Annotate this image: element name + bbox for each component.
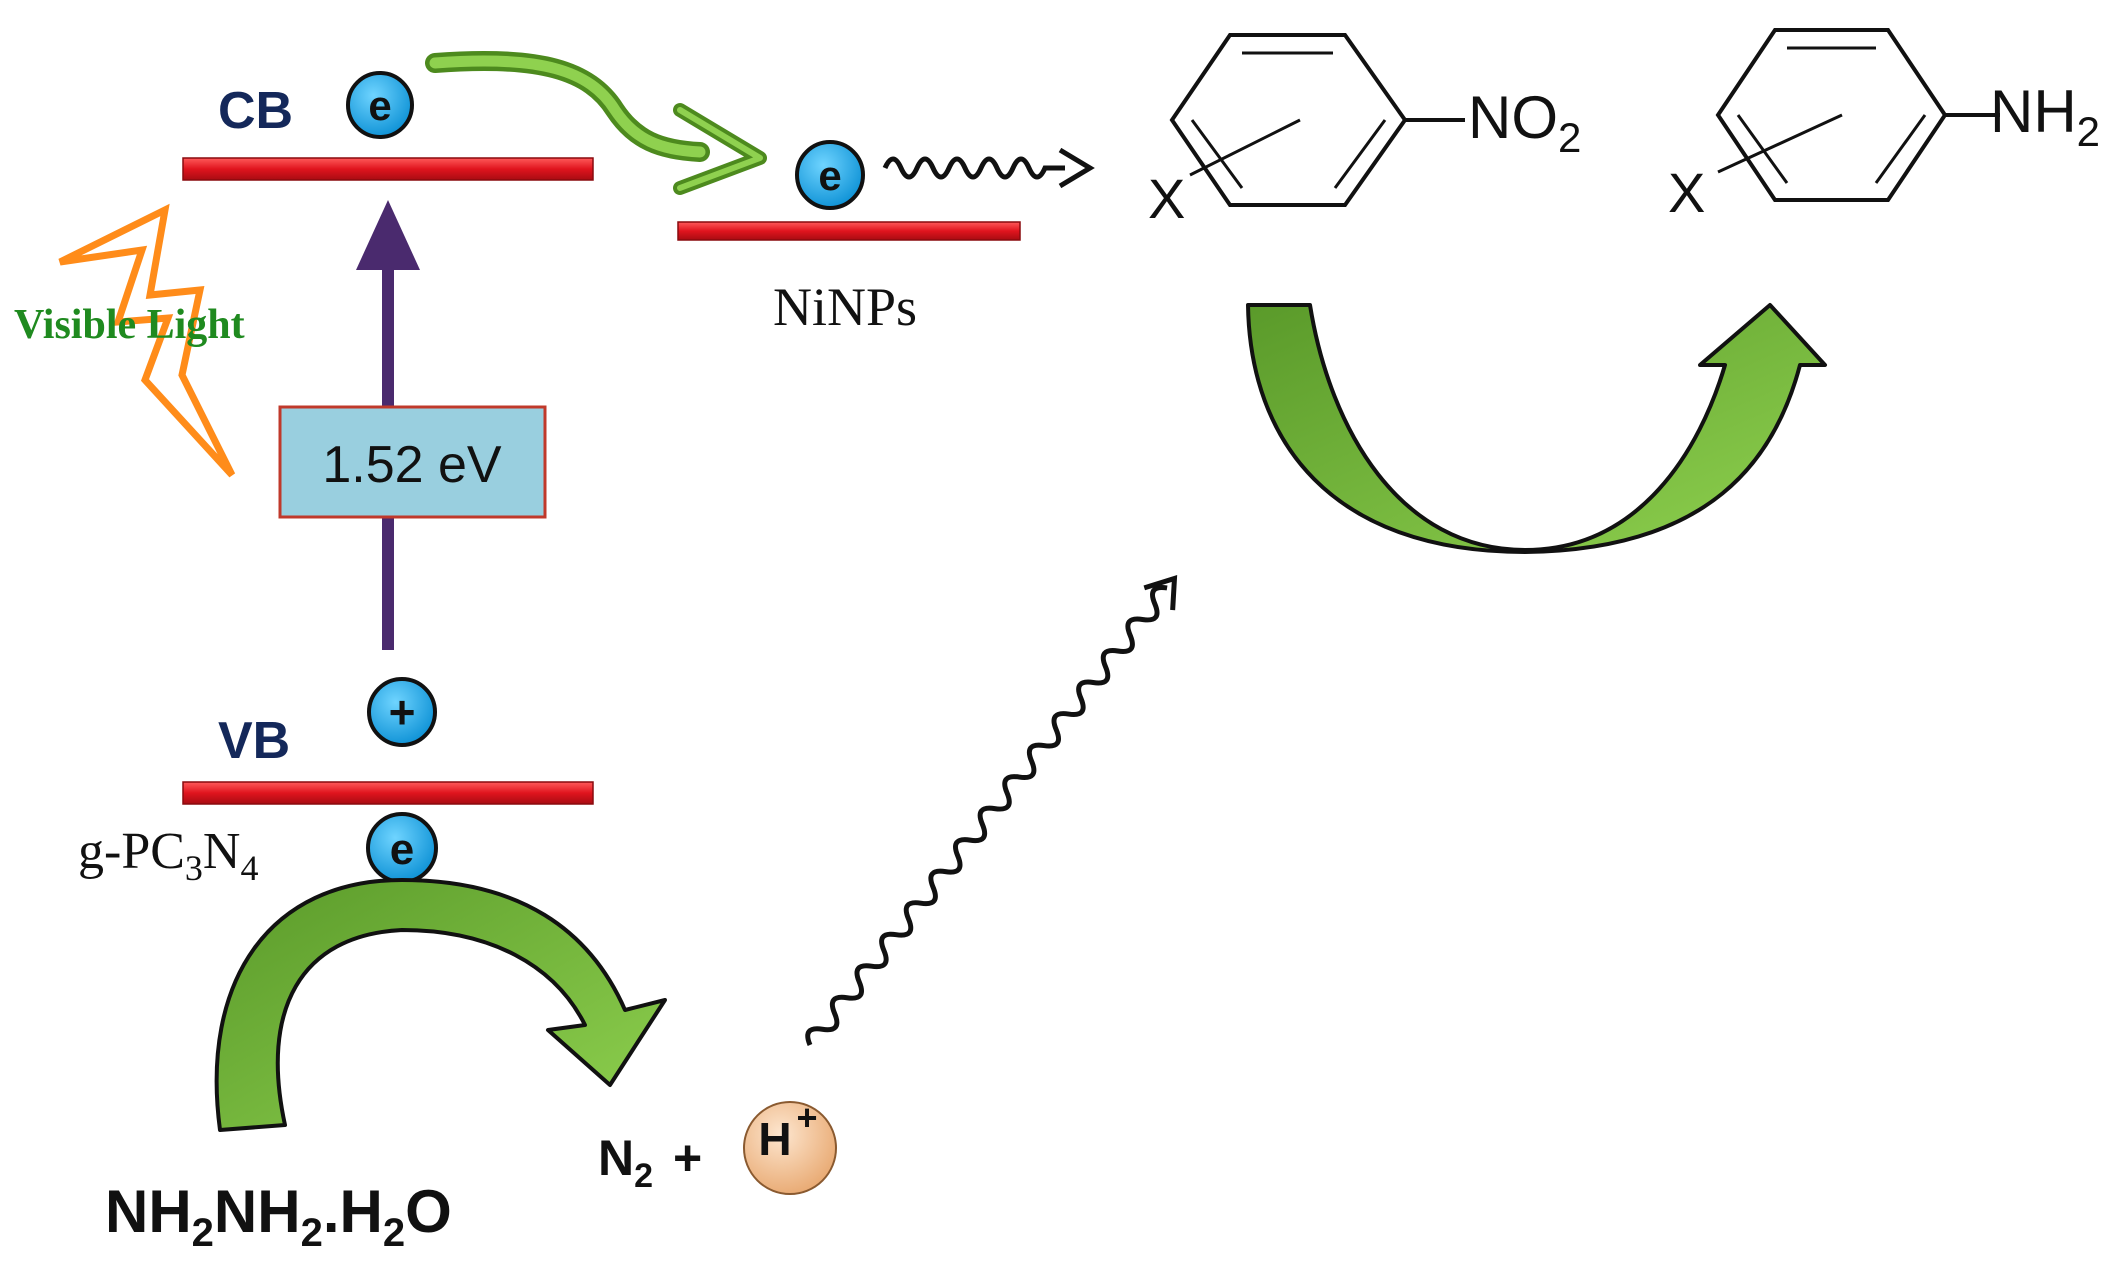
cb-label: CB bbox=[218, 82, 293, 140]
band-gap-value: 1.52 eV bbox=[322, 436, 502, 494]
electron-transfer-arrow-inner bbox=[429, 55, 706, 158]
vb-hole: + bbox=[367, 677, 437, 747]
aniline-group: NH2 bbox=[1990, 78, 2100, 155]
hydrazine-oxidation-arrow bbox=[214, 878, 667, 1132]
conduction-band-line bbox=[182, 157, 594, 181]
cb-electron: e bbox=[346, 71, 414, 139]
catalyst-label: g-PC3N4 bbox=[78, 823, 258, 888]
nitrogen-product: N2 + bbox=[598, 1130, 702, 1195]
visible-light-label: Visible Light bbox=[14, 302, 245, 348]
hydrazine-p4: O bbox=[405, 1178, 452, 1245]
nitroarene-substituent: X bbox=[1148, 167, 1185, 230]
vb-electron: e bbox=[366, 812, 438, 884]
hydrazine-label: NH2NH2.H2O bbox=[105, 1178, 452, 1255]
wavy-arrow-proton-path bbox=[805, 585, 1168, 1046]
vb-electron-symbol: e bbox=[390, 825, 414, 874]
aniline-group-main: NH bbox=[1990, 78, 2077, 145]
catalyst-label-base: g-PC bbox=[78, 823, 185, 880]
excitation-arrow-head bbox=[356, 200, 420, 270]
hydrazine-s3: 2 bbox=[383, 1211, 405, 1255]
nitroarene-group-sub: 2 bbox=[1558, 114, 1581, 161]
aniline-double-3 bbox=[1736, 114, 1789, 184]
nitrogen-sub: 2 bbox=[634, 1157, 653, 1195]
wavy-arrow-to-nitroarene-head bbox=[1058, 147, 1095, 189]
catalyst-label-sub2: 4 bbox=[240, 848, 258, 888]
nitroarene-group: NO2 bbox=[1468, 84, 1581, 161]
hydrazine-p2: NH bbox=[214, 1178, 301, 1245]
wavy-arrow-proton-head bbox=[1143, 575, 1178, 611]
proton-plus: + bbox=[796, 1097, 817, 1138]
nitroarene-structure: NO2 X bbox=[1148, 33, 1581, 230]
vb-hole-symbol: + bbox=[389, 686, 416, 738]
ninps-label: NiNPs bbox=[773, 277, 917, 337]
hydrazine-p3: .H bbox=[323, 1178, 383, 1245]
nitroarene-ring bbox=[1169, 33, 1408, 207]
catalyst-label-mid: N bbox=[203, 823, 241, 880]
wavy-arrow-proton-to-nitroarene bbox=[805, 575, 1178, 1046]
aniline-ring bbox=[1715, 28, 1948, 202]
cb-electron-symbol: e bbox=[368, 82, 391, 129]
nitrogen-n: N bbox=[598, 1130, 634, 1186]
nitroarene-double-2 bbox=[1333, 119, 1387, 189]
ninps-level-line bbox=[677, 221, 1021, 241]
electron-transfer-arrow-head-inner bbox=[677, 107, 763, 191]
proton-h: H bbox=[758, 1113, 791, 1165]
hydrazine-s2: 2 bbox=[301, 1211, 323, 1255]
aniline-structure: NH2 X bbox=[1668, 28, 2100, 224]
catalyst-label-sub1: 3 bbox=[185, 848, 203, 888]
products-plus: + bbox=[673, 1130, 702, 1186]
wavy-arrow-to-nitroarene bbox=[882, 156, 1065, 180]
hydrazine-s1: 2 bbox=[192, 1211, 214, 1255]
nitroarene-group-main: NO bbox=[1468, 84, 1558, 151]
band-gap-box bbox=[278, 405, 547, 519]
ninps-electron: e bbox=[795, 140, 865, 210]
aniline-substituent: X bbox=[1668, 161, 1705, 224]
reduction-arrow bbox=[1246, 303, 1827, 554]
aniline-bond-x bbox=[1717, 113, 1843, 174]
ninps-electron-symbol: e bbox=[818, 152, 841, 199]
proton: H + bbox=[743, 1097, 837, 1195]
aniline-group-sub: 2 bbox=[2077, 108, 2100, 155]
valence-band-line bbox=[182, 781, 594, 805]
nitroarene-bond-x bbox=[1189, 118, 1301, 177]
aniline-double-2 bbox=[1874, 114, 1927, 184]
nitroarene-double-3 bbox=[1190, 119, 1244, 189]
hydrazine-p1: NH bbox=[105, 1178, 192, 1245]
vb-label: VB bbox=[218, 712, 290, 770]
lightning-bolt-icon bbox=[58, 203, 236, 478]
